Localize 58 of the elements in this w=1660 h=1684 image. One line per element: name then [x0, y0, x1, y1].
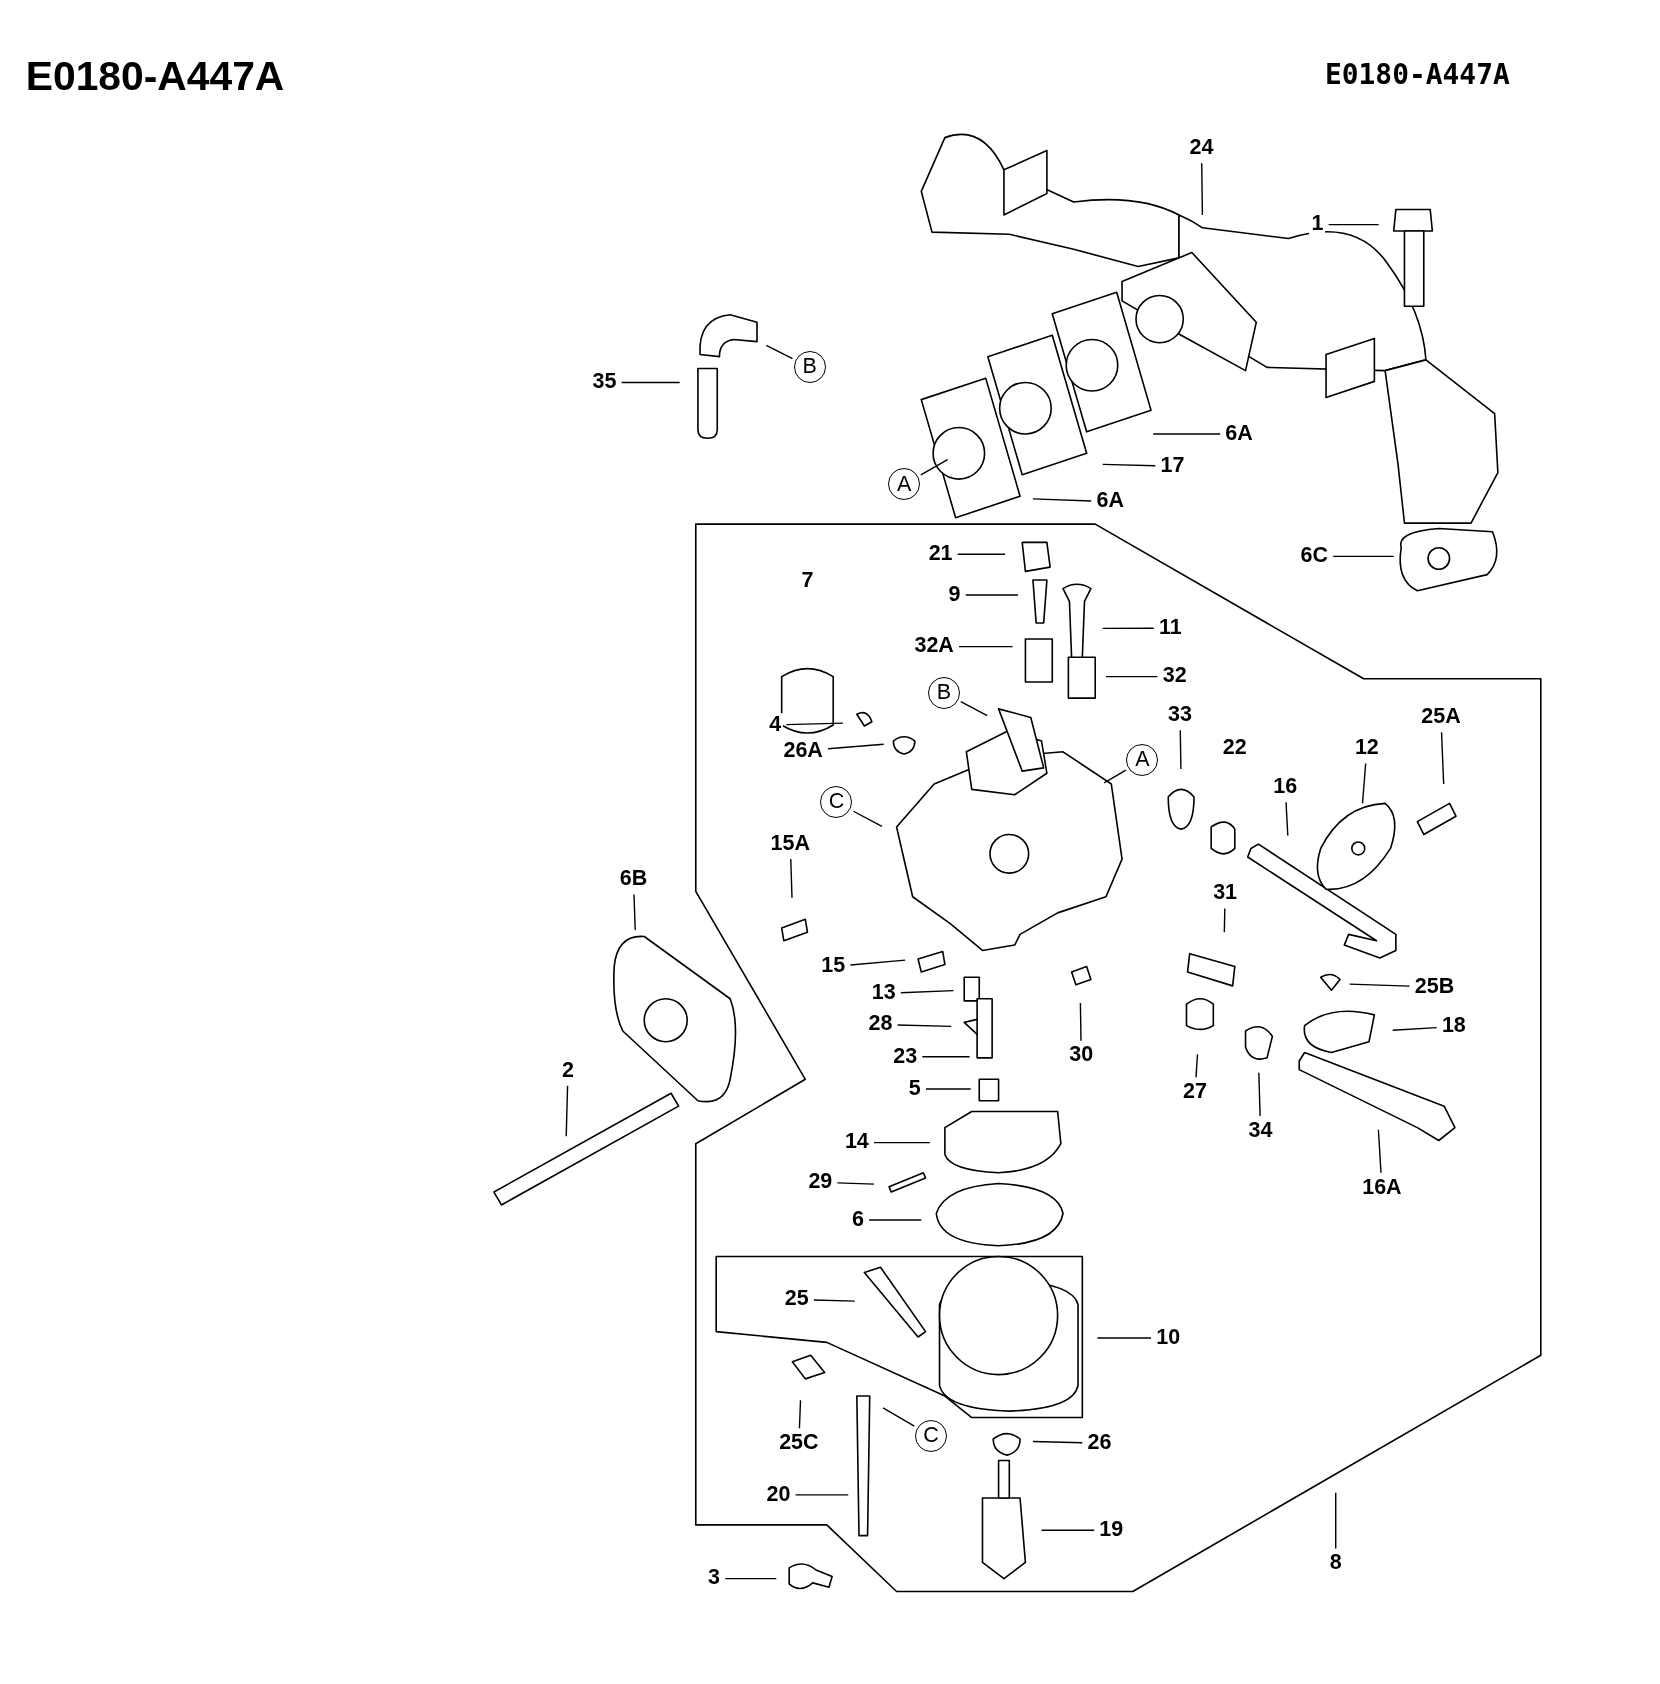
leader-line: [958, 645, 1014, 648]
leader-line: [1440, 731, 1445, 785]
leader-line: [1103, 769, 1127, 784]
leader-line: [957, 553, 1006, 555]
leader-line: [1102, 627, 1155, 630]
leader-line: [1285, 801, 1289, 837]
reference-letter: C: [914, 1419, 947, 1452]
leader-line: [1377, 1129, 1382, 1174]
leader-line: [960, 701, 988, 717]
leader-line: [921, 1056, 971, 1058]
leader-line: [813, 1299, 856, 1302]
leader-line: [836, 1182, 875, 1185]
reference-letter: B: [927, 676, 960, 709]
leader-line: [1327, 223, 1380, 226]
leader-line: [1105, 675, 1159, 678]
leader-line: [565, 1084, 569, 1137]
leader-line: [794, 1494, 849, 1496]
leader-line: [1152, 433, 1221, 435]
leader-line: [882, 1407, 915, 1427]
leader-line: [1179, 729, 1182, 770]
leader-line: [965, 594, 1019, 596]
leader-line: [1332, 555, 1395, 558]
leader-line: [1195, 1053, 1199, 1078]
leader-line: [920, 458, 949, 476]
reference-letter: A: [888, 468, 921, 501]
leader-line: [1223, 907, 1226, 933]
reference-letter: B: [793, 351, 826, 384]
leader-line: [1040, 1529, 1095, 1531]
leader-line: [798, 1399, 802, 1430]
leader-line: [1032, 498, 1092, 502]
leader-line: [1349, 983, 1411, 987]
leader-line: [1032, 1440, 1084, 1444]
diagram-title: E0180-A447A: [25, 55, 285, 97]
leader-line: [633, 893, 636, 931]
leader-line: [1258, 1072, 1261, 1117]
leader-line: [896, 1024, 953, 1028]
leader-line: [1391, 1026, 1438, 1031]
leader-line: [785, 722, 844, 726]
leader-line: [925, 1088, 972, 1090]
leader-line: [1102, 463, 1157, 467]
reference-letter: A: [1126, 744, 1159, 777]
leader-line: [1361, 762, 1367, 805]
leader-line: [873, 1141, 931, 1144]
leader-line: [790, 858, 793, 899]
leader-line: [1079, 1002, 1082, 1042]
reference-letter: C: [820, 786, 853, 819]
leader-line: [1096, 1337, 1152, 1339]
leader-line: [827, 743, 885, 750]
leader-line: [849, 959, 906, 966]
leader-line: [765, 344, 794, 360]
leader-line: [724, 1577, 777, 1580]
callout-number: 1: [1309, 212, 1326, 237]
leader-line: [868, 1219, 922, 1221]
leader-line: [900, 989, 955, 994]
leader-line: [1201, 162, 1204, 216]
leader-line: [852, 810, 883, 828]
leader-line: [1335, 1492, 1337, 1550]
leader-line: [620, 381, 681, 384]
